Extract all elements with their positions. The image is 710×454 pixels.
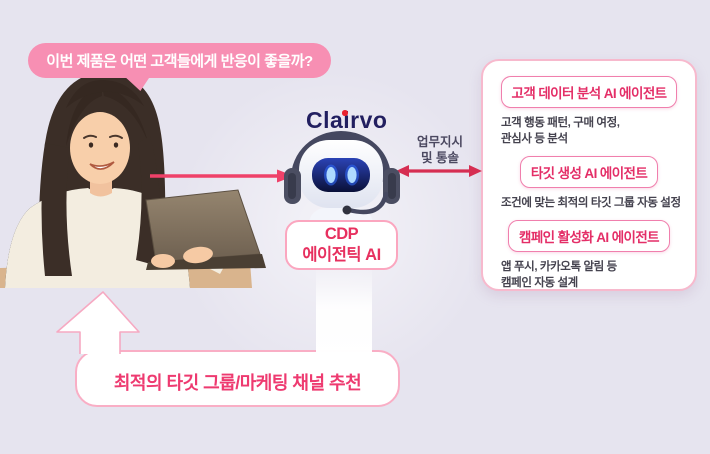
robot-eye <box>326 167 336 183</box>
robot-eye <box>347 167 357 183</box>
recommendation-text: 최적의 타깃 그룹/마케팅 채널 추천 <box>113 372 362 393</box>
agent-box-data-analysis: 고객 데이터 분석 AI 에이전트 <box>500 76 678 108</box>
arrow-robot-panel-bidirectional <box>396 165 482 177</box>
clairvo-logo-text: Clairvo <box>306 107 388 133</box>
laptop <box>145 189 261 263</box>
agent-desc-data-analysis: 고객 행동 패턴, 구매 여정, 관심사 등 분석 <box>501 115 620 147</box>
speech-bubble: 이번 제품은 어떤 고객들에게 반응이 좋을까? <box>28 43 331 91</box>
robot-microphone <box>346 191 389 215</box>
cdp-label-line2: 에이전틱 AI <box>302 246 381 264</box>
command-label-line2: 및 통솔 <box>421 151 459 166</box>
agent-desc-line: 캠페인 자동 설계 <box>501 277 578 290</box>
agent-desc-line: 관심사 등 분석 <box>501 133 568 146</box>
command-label-line1: 업무지시 <box>416 135 463 149</box>
recommendation-box: 최적의 타깃 그룹/마케팅 채널 추천 <box>75 350 400 407</box>
robot-headphones <box>291 131 391 183</box>
agent-desc-line: 고객 행동 패턴, 구매 여정, <box>501 117 620 129</box>
agent-desc-campaign-activation: 앱 푸시, 카카오톡 알림 등 캠페인 자동 설계 <box>501 259 617 291</box>
agent-desc-line: 조건에 맞는 최적의 타깃 그룹 자동 설정 <box>501 197 681 210</box>
agent-box-target-generation: 타깃 생성 AI 에이전트 <box>519 156 659 189</box>
agent-title: 캠페인 활성화 AI 에이전트 <box>519 230 660 246</box>
robot-illustration <box>284 131 400 240</box>
cdp-label-line1: CDP <box>324 225 359 244</box>
agent-title: 고객 데이터 분석 AI 에이전트 <box>511 86 668 101</box>
agent-title: 타깃 생성 AI 에이전트 <box>530 166 648 182</box>
agent-box-campaign-activation: 캠페인 활성화 AI 에이전트 <box>508 220 670 253</box>
logo-red-dot <box>342 110 348 116</box>
speech-bubble-text: 이번 제품은 어떤 고객들에게 반응이 좋을까? <box>46 53 313 70</box>
robot-face-screen <box>312 158 370 192</box>
agent-desc-target-generation: 조건에 맞는 최적의 타깃 그룹 자동 설정 <box>501 195 681 211</box>
command-label: 업무지시 및 통솔 <box>398 134 482 167</box>
arrow-recommendation-to-user <box>56 291 140 354</box>
cdp-agentic-ai-label: CDP 에이전틱 AI <box>285 220 398 270</box>
agent-desc-line: 앱 푸시, 카카오톡 알림 등 <box>501 261 617 274</box>
clairvo-logo: Clairvo <box>306 109 387 132</box>
connector-column <box>316 266 372 356</box>
ai-agents-panel: 고객 데이터 분석 AI 에이전트 고객 행동 패턴, 구매 여정, 관심사 등… <box>481 59 697 291</box>
arrow-woman-to-robot <box>150 169 294 183</box>
woman-at-laptop-photo <box>0 71 266 288</box>
